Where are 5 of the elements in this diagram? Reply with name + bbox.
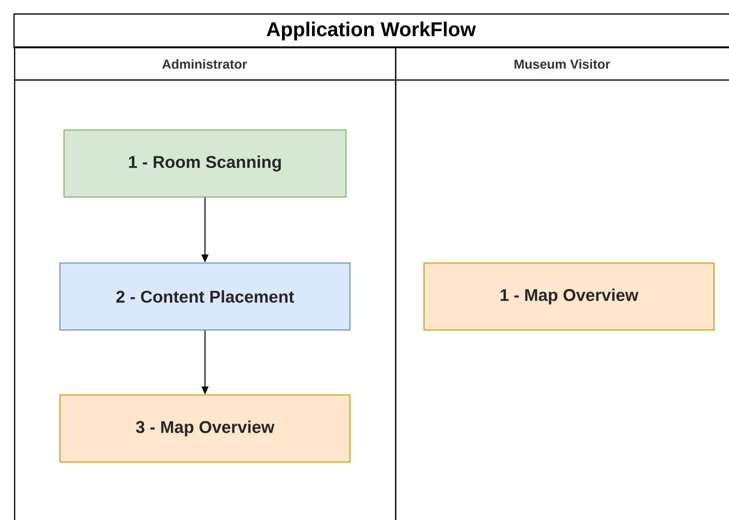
process-box: 2 - Content Placement xyxy=(60,262,350,330)
process-box: 3 - Map Overview xyxy=(60,394,350,462)
process-box: 1 - Room Scanning xyxy=(64,130,346,198)
process-box: 1 - Map Overview xyxy=(424,262,714,330)
title-bar: Application WorkFlow xyxy=(13,13,729,48)
